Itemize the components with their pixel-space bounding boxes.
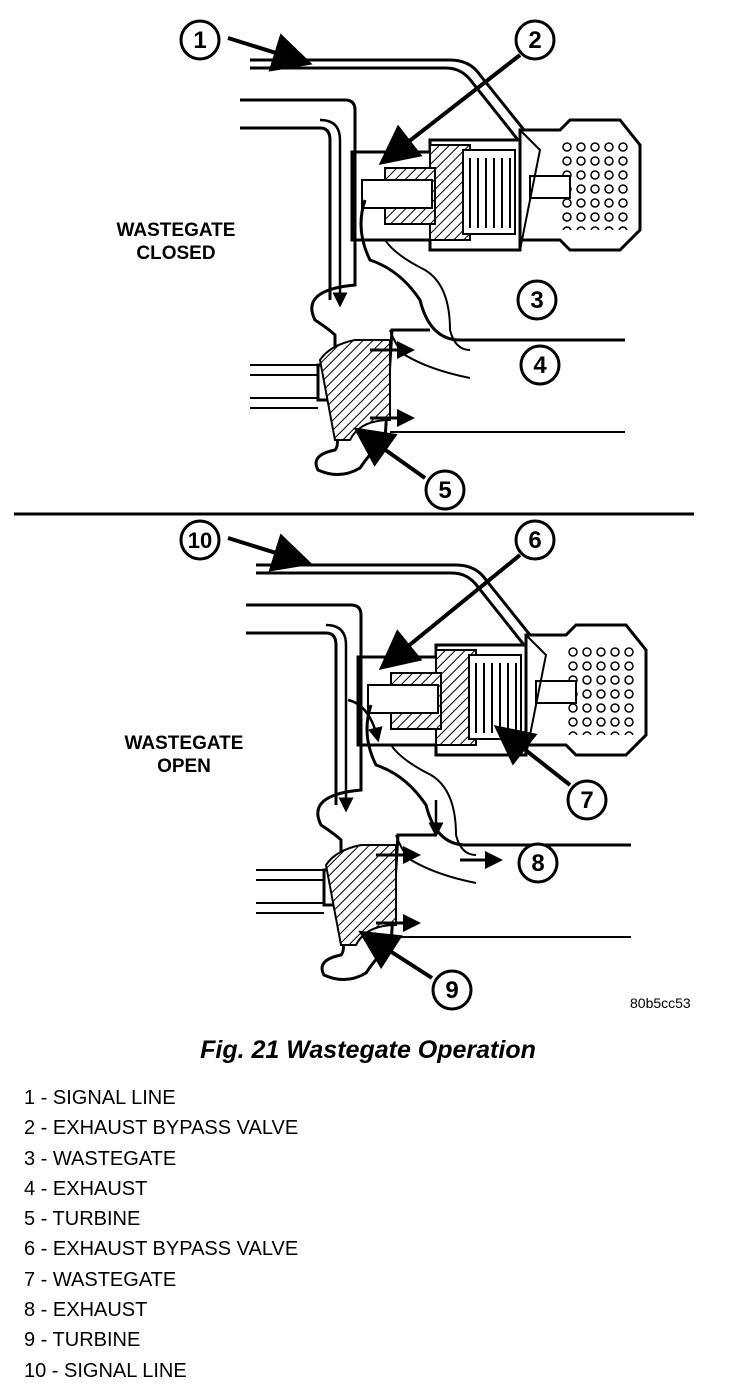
- svg-text:10: 10: [188, 528, 212, 553]
- open-label-line1: WASTEGATE: [125, 733, 244, 754]
- callout-7: 7: [493, 725, 608, 821]
- svg-text:7: 7: [580, 787, 593, 814]
- svg-text:4: 4: [533, 352, 547, 379]
- svg-text:3: 3: [530, 287, 543, 314]
- closed-panel: WASTEGATE CLOSED 1 2 3 4 5: [117, 19, 640, 511]
- svg-text:1: 1: [193, 27, 206, 54]
- legend-item: 10 - SIGNAL LINE: [24, 1359, 187, 1382]
- figure-caption: Fig. 21 Wastegate Operation: [200, 1036, 536, 1064]
- closed-label-line1: WASTEGATE: [117, 220, 236, 241]
- legend-item: 9 - TURBINE: [24, 1329, 141, 1352]
- callout-10: 10: [179, 519, 313, 572]
- callout-2: 2: [378, 19, 556, 165]
- legend-item: 2 - EXHAUST BYPASS VALVE: [24, 1117, 299, 1140]
- closed-label-line2: CLOSED: [136, 243, 215, 264]
- callout-8: 8: [517, 842, 559, 884]
- wastegate-diagram: WASTEGATE CLOSED 1 2 3 4 5: [14, 19, 694, 1011]
- svg-text:5: 5: [438, 477, 451, 504]
- svg-text:8: 8: [531, 850, 544, 877]
- svg-text:2: 2: [528, 27, 541, 54]
- legend-list: 1 - SIGNAL LINE 2 - EXHAUST BYPASS VALVE…: [24, 1083, 298, 1386]
- svg-text:6: 6: [528, 527, 541, 554]
- callout-3: 3: [516, 279, 558, 321]
- callout-1: 1: [179, 19, 313, 72]
- legend-item: 4 - EXHAUST: [24, 1177, 148, 1200]
- open-label-line2: OPEN: [157, 756, 211, 777]
- legend-item: 5 - TURBINE: [24, 1208, 141, 1231]
- svg-text:9: 9: [445, 977, 458, 1004]
- legend-item: 3 - WASTEGATE: [24, 1147, 177, 1170]
- callout-9: 9: [358, 930, 473, 1011]
- callout-5: 5: [353, 427, 466, 511]
- callout-4: 4: [519, 344, 561, 386]
- image-code: 80b5cc53: [630, 995, 691, 1011]
- open-panel: WASTEGATE OPEN 10 6 7 8 9: [125, 519, 691, 1011]
- callout-6: 6: [378, 519, 556, 671]
- legend-item: 6 - EXHAUST BYPASS VALVE: [24, 1238, 299, 1261]
- legend-item: 1 - SIGNAL LINE: [24, 1087, 176, 1109]
- legend-item: 7 - WASTEGATE: [24, 1268, 177, 1291]
- legend-item: 8 - EXHAUST: [24, 1299, 148, 1322]
